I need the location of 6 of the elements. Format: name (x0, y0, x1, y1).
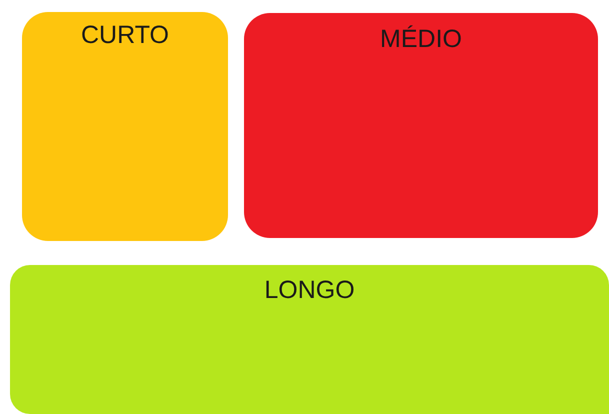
category-panel (22, 12, 228, 241)
category-panel (244, 13, 598, 238)
panel-heading: LONGO (264, 275, 355, 305)
panel-heading: CURTO (81, 20, 169, 50)
panel-heading: MÉDIO (380, 24, 462, 54)
category-panel (10, 265, 609, 414)
